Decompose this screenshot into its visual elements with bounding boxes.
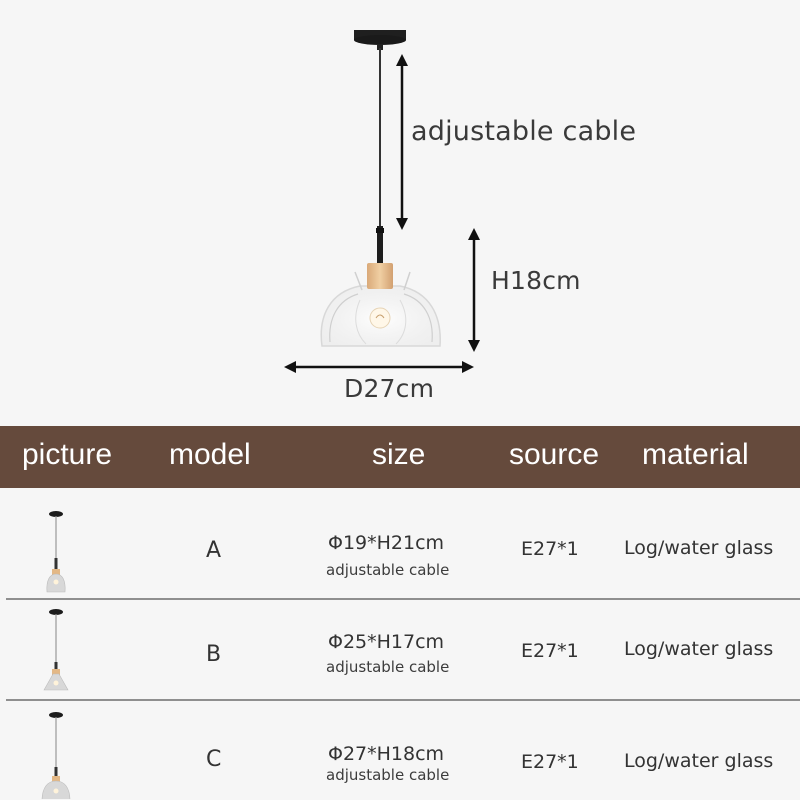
size-note-cell: adjustable cable: [326, 766, 450, 784]
size-cell: Φ25*H17cm: [328, 631, 445, 653]
size-note-cell: adjustable cable: [326, 658, 450, 676]
model-cell: C: [206, 747, 222, 772]
column-header-model: model: [169, 438, 251, 471]
wood-lampholder-icon: [367, 263, 393, 289]
column-header-source: source: [509, 438, 600, 471]
size-cell: Φ19*H21cm: [328, 532, 445, 554]
pendant-lamp-c-thumbnail: [41, 712, 71, 799]
model-cell: A: [206, 538, 222, 563]
column-header-picture: picture: [22, 438, 113, 471]
table-row: B Φ25*H17cm adjustable cable E27*1 Log/w…: [0, 600, 800, 700]
material-cell: Log/water glass: [624, 638, 774, 660]
table-row: A Φ19*H21cm adjustable cable E27*1 Log/w…: [0, 500, 800, 600]
pendant-lamp-b-thumbnail: [43, 609, 69, 691]
ceiling-canopy-icon: [354, 30, 406, 50]
row-divider: [6, 598, 800, 600]
diameter-dimension-label: D27cm: [344, 374, 435, 403]
table-row: C Φ27*H18cm adjustable cable E27*1 Log/w…: [0, 701, 800, 800]
source-cell: E27*1: [521, 751, 579, 773]
material-cell: Log/water glass: [624, 537, 774, 559]
row-divider: [6, 699, 800, 701]
pendant-lamp-a-thumbnail: [46, 511, 66, 593]
height-dimension-label: H18cm: [491, 266, 581, 295]
column-header-size: size: [372, 438, 426, 471]
column-header-material: material: [642, 438, 749, 471]
spec-table-header: picture model size source material: [0, 426, 800, 488]
source-cell: E27*1: [521, 640, 579, 662]
size-cell: Φ27*H18cm: [328, 743, 445, 765]
material-cell: Log/water glass: [624, 750, 774, 772]
vertical-double-arrow-icon: [396, 54, 408, 230]
source-cell: E27*1: [521, 538, 579, 560]
glass-shade-icon: [320, 271, 441, 347]
vertical-double-arrow-icon: [468, 228, 480, 352]
horizontal-double-arrow-icon: [284, 361, 474, 373]
cable-length-label: adjustable cable: [411, 116, 637, 147]
dimension-diagram: adjustable cable H18cm D27cm: [284, 30, 637, 403]
model-cell: B: [206, 642, 222, 667]
pendant-lamp-illustration: [284, 30, 480, 373]
size-note-cell: adjustable cable: [326, 561, 450, 579]
